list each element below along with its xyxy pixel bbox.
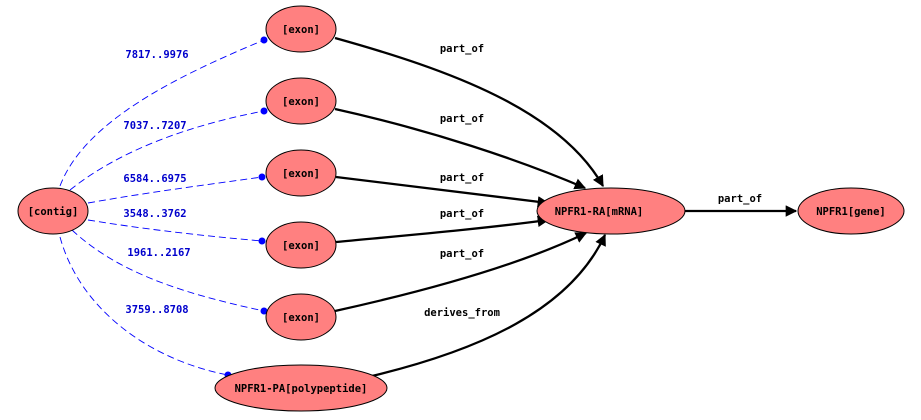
location-label-exon1: 7817..9976 [125,49,188,61]
node-mrna-shape [536,187,686,235]
relation-label-exon5: part_of [440,248,484,260]
relation-label-exon4: part_of [440,208,484,220]
node-exon-1[interactable]: [exon] [265,5,337,53]
node-gene[interactable]: NPFR1[gene] [797,187,905,235]
node-exon-2[interactable]: [exon] [265,77,337,125]
edge-exon5-mrna [334,231,588,313]
location-label-polypeptide: 3759..8708 [125,304,188,316]
relation-label-polypeptide: derives_from [424,307,500,319]
node-exon-4-shape [265,221,337,269]
location-label-exon4: 3548..3762 [123,208,186,220]
node-polypeptide-shape [214,364,388,412]
node-exon-5-shape [265,293,337,341]
relation-label-mrna-gene: part_of [718,193,762,205]
relation-edges [334,36,798,378]
relation-label-exon1: part_of [440,43,484,55]
edge-exon4-mrna [335,215,550,244]
node-exon-1-label: [exon] [282,24,320,36]
location-dot-exon1 [260,36,268,44]
node-exon-3-label: [exon] [282,168,320,180]
node-exon-5-label: [exon] [282,312,320,324]
edge-exon3-mrna [335,175,550,208]
node-exon-2-shape [265,77,337,125]
location-edge-exon5 [71,229,265,312]
location-labels: 7817..9976 7037..7207 6584..6975 3548..3… [123,49,190,316]
node-exon-1-shape [265,5,337,53]
location-label-exon3: 6584..6975 [123,173,186,185]
node-mrna[interactable]: NPFR1-RA[mRNA] [536,187,686,235]
location-label-exon5: 1961..2167 [127,247,190,259]
location-edge-exon2 [69,110,265,191]
location-edge-exon1 [59,39,265,187]
location-dot-exon2 [260,107,268,115]
node-contig[interactable]: [contig] [17,187,89,235]
edge-exon2-mrna [334,107,587,190]
node-exon-5[interactable]: [exon] [265,293,337,341]
node-polypeptide-label: NPFR1-PA[polypeptide] [235,383,368,395]
node-contig-shape [17,187,89,235]
node-exon-3[interactable]: [exon] [265,149,337,197]
relation-label-exon3: part_of [440,172,484,184]
node-gene-label: NPFR1[gene] [816,206,886,218]
location-dot-exon4 [258,237,266,245]
edge-exon1-mrna [334,36,605,188]
location-dot-exon5 [260,307,268,315]
location-edge-polypeptide [59,236,229,376]
node-contig-label: [contig] [28,206,79,218]
node-exon-2-label: [exon] [282,96,320,108]
node-exon-4[interactable]: [exon] [265,221,337,269]
location-dot-exon3 [258,173,266,181]
location-label-exon2: 7037..7207 [123,120,186,132]
node-polypeptide[interactable]: NPFR1-PA[polypeptide] [214,364,388,412]
location-edge-exon3 [87,176,263,204]
edge-polypeptide-mrna [371,233,607,378]
relation-labels: part_of part_of part_of part_of part_of … [424,43,762,319]
node-gene-shape [797,187,905,235]
relation-label-exon2: part_of [440,113,484,125]
node-exon-3-shape [265,149,337,197]
node-mrna-label: NPFR1-RA[mRNA] [555,206,644,218]
location-edge-exon4 [87,219,263,242]
node-exon-4-label: [exon] [282,240,320,252]
